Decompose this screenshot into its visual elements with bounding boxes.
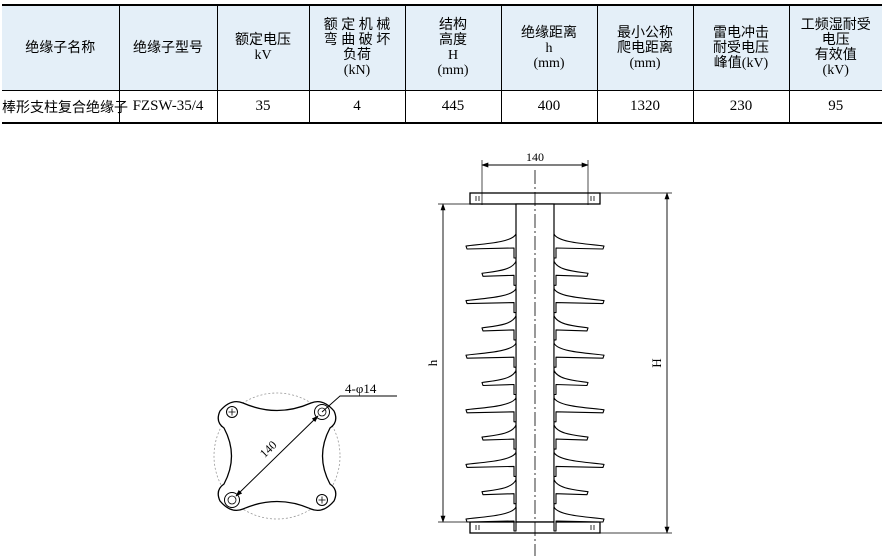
bolt-hole-bottom-right <box>316 494 328 506</box>
small-shed <box>481 424 589 450</box>
bolt-hole-label: 4-φ14 <box>345 381 377 396</box>
large-shed <box>465 451 605 477</box>
large-shed <box>465 397 605 423</box>
insulator-side-view: 140 h H <box>425 150 672 556</box>
cell-bending-load: 4 <box>308 90 405 124</box>
cell-name: 棒形支柱复合绝缘子 <box>2 90 128 124</box>
small-shed <box>481 369 589 396</box>
cell-rated-voltage: 35 <box>216 90 309 124</box>
bolt-leader-line <box>321 395 397 413</box>
header-insulator-name: 绝缘子名称 <box>2 4 119 91</box>
small-shed <box>481 315 589 341</box>
cell-structure-height: 445 <box>404 90 501 124</box>
flange-top-view: 140 4-φ14 <box>213 381 397 520</box>
small-shed <box>481 260 589 286</box>
bolt-circle <box>213 392 341 520</box>
table-row: 棒形支柱复合绝缘子 FZSW-35/4 35 4 445 400 1320 23… <box>2 90 882 124</box>
H-dimension-label: H <box>649 358 664 367</box>
large-shed <box>465 233 605 259</box>
cell-creepage-distance: 1320 <box>596 90 693 124</box>
large-shed <box>465 506 605 532</box>
small-shed <box>481 479 589 505</box>
cell-insulation-distance: 400 <box>500 90 597 124</box>
diagonal-dimension-line <box>235 415 319 497</box>
bolt-hole-top-right <box>314 404 330 420</box>
shed-group <box>465 233 605 532</box>
header-lightning-impulse: 雷电冲击耐受电压峰值(kV) <box>692 4 789 91</box>
large-shed <box>465 288 605 314</box>
bolt-hole-bottom-left <box>224 492 240 508</box>
header-creepage-distance: 最小公称爬电距离(mm) <box>596 4 693 91</box>
large-shed <box>465 342 605 368</box>
cell-power-frequency: 95 <box>788 90 882 124</box>
cell-model: FZSW-35/4 <box>118 90 217 124</box>
header-model: 绝缘子型号 <box>118 4 217 91</box>
h-dimension-label: h <box>425 359 440 366</box>
bolt-hole-top-left <box>226 406 238 418</box>
flange-width-label: 140 <box>526 150 544 164</box>
cell-lightning-impulse: 230 <box>692 90 789 124</box>
header-power-frequency: 工频湿耐受电压有效值(kV) <box>788 4 882 91</box>
header-bending-load: 额 定 机 械弯 曲 破 坏负荷(kN) <box>308 4 405 91</box>
